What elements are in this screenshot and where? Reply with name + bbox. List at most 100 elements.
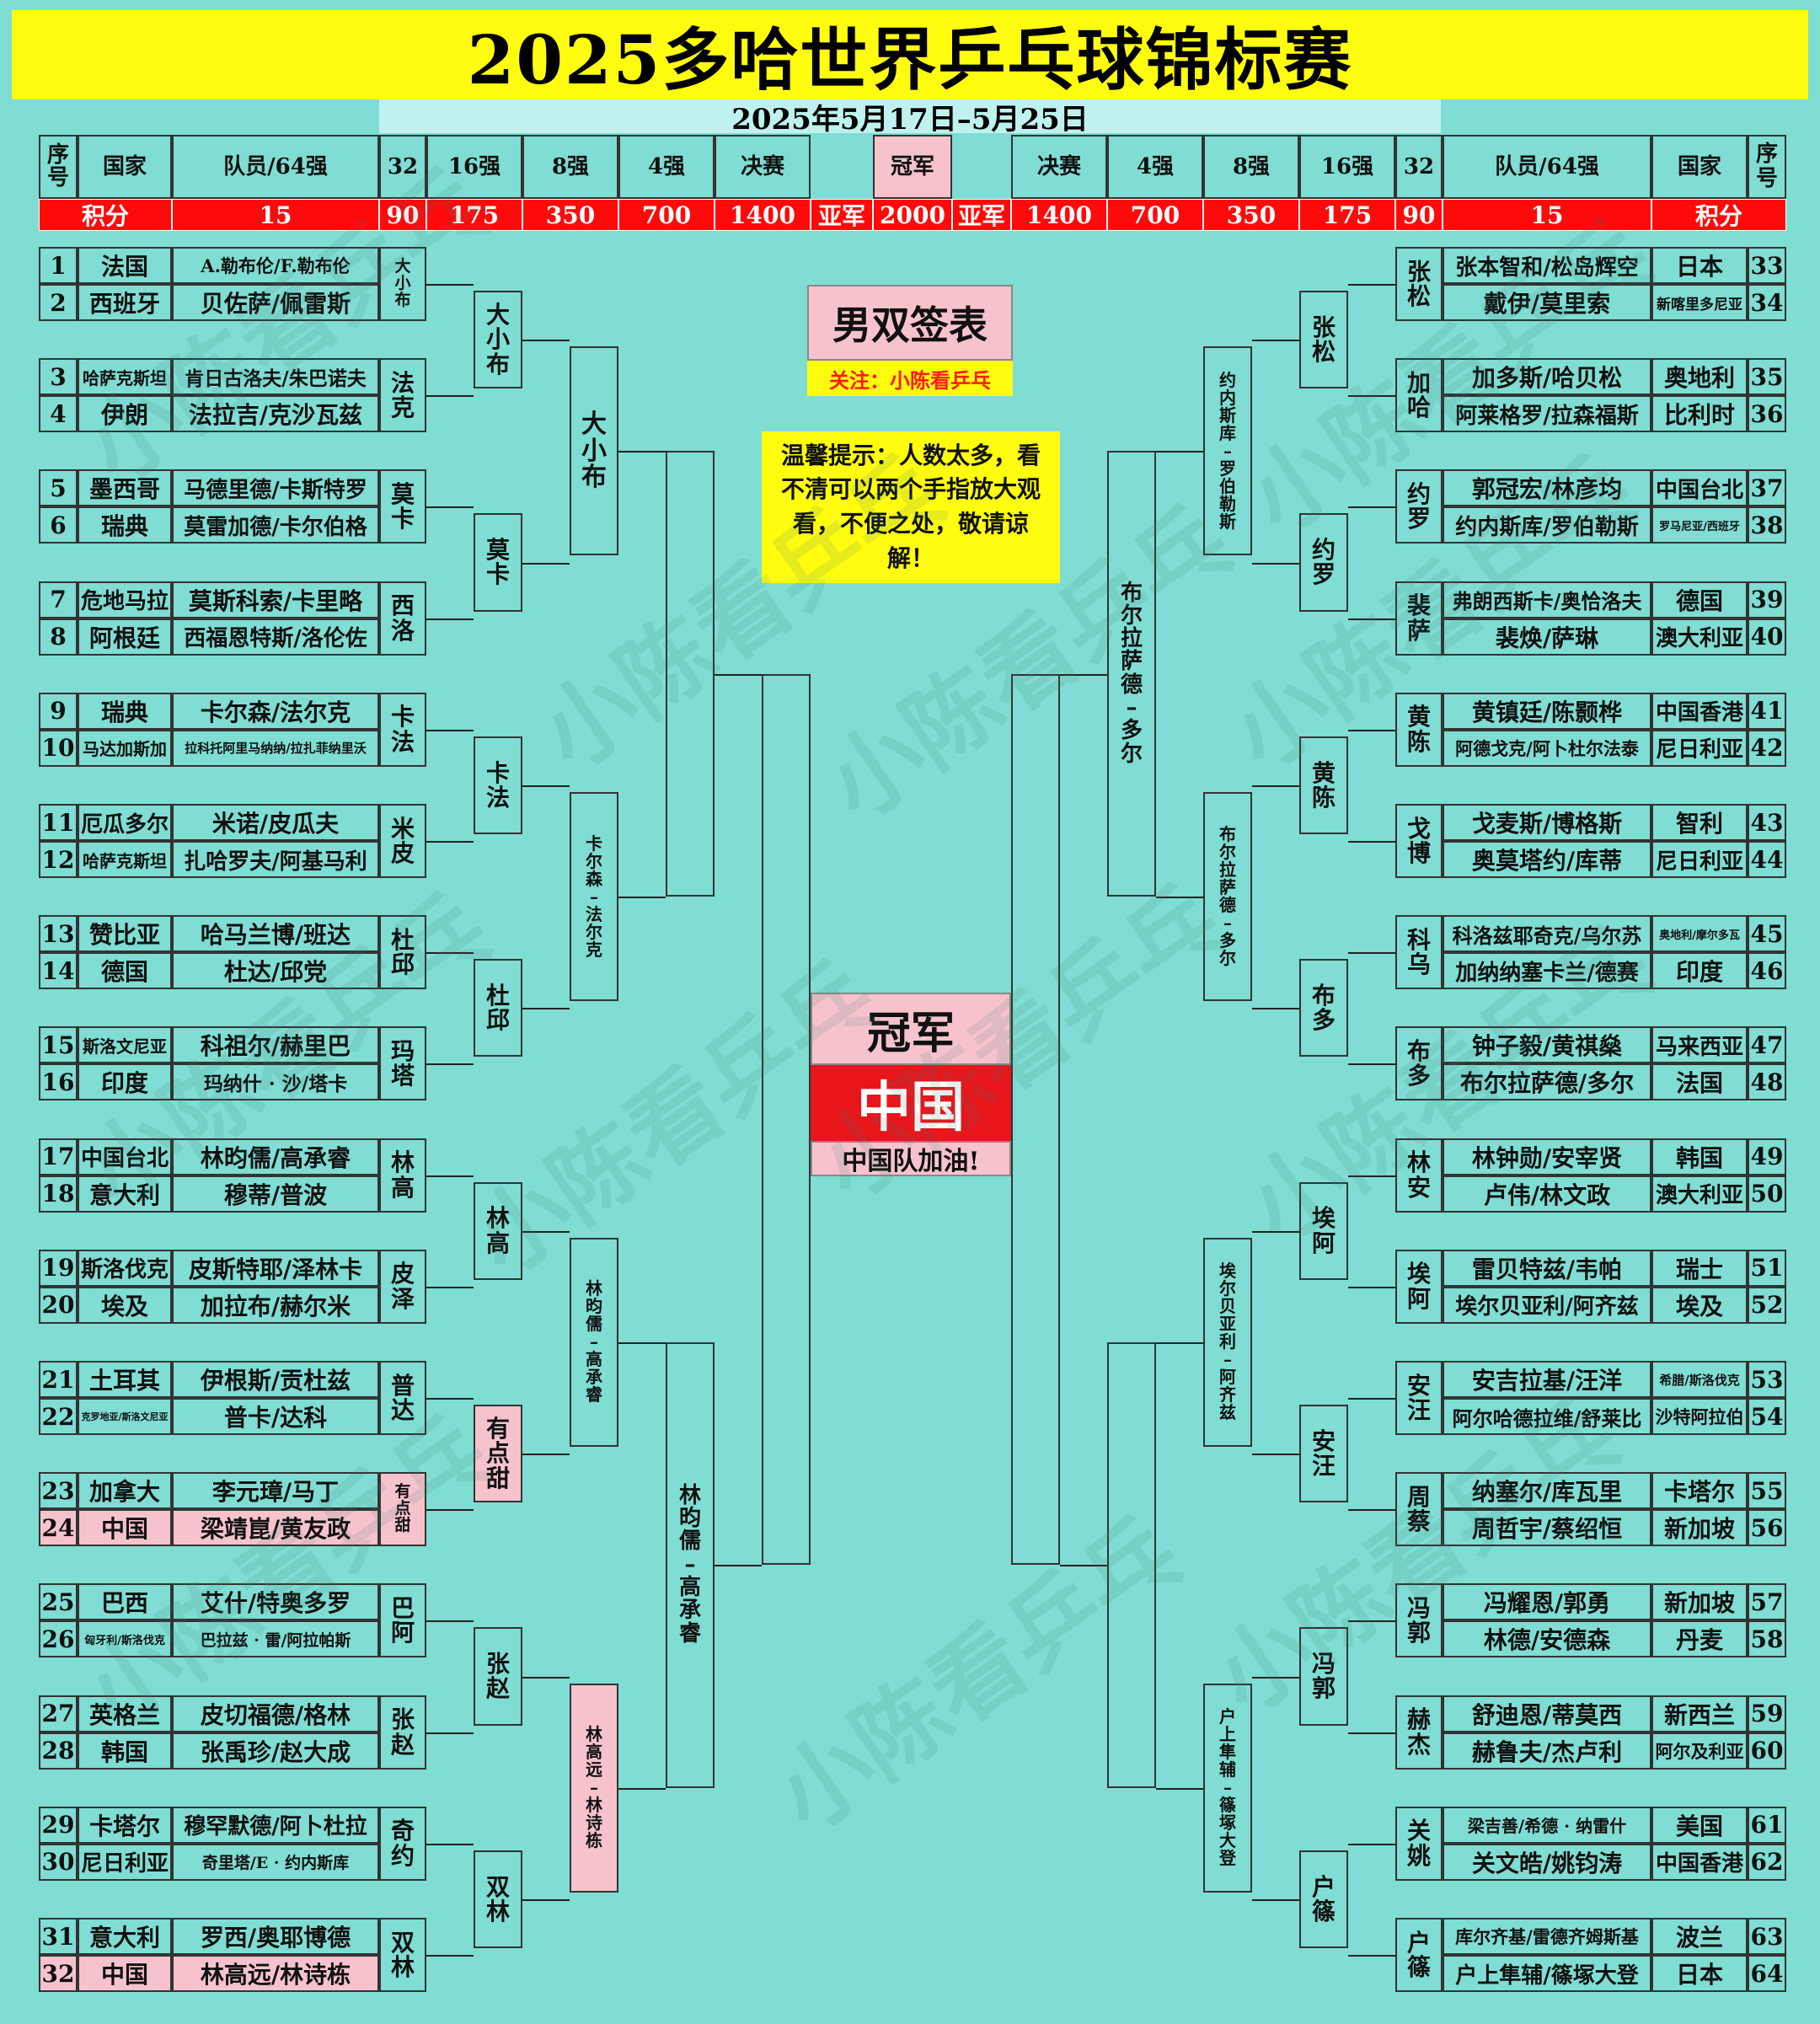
header-players-right: 队员/64强 (1443, 135, 1651, 199)
char: 小 (394, 274, 411, 293)
entry-players: 赫鲁夫/杰卢利 (1443, 1732, 1651, 1770)
qf-winner: 户上隼辅–篠塚大登 (1203, 1683, 1252, 1893)
entry-country: 马达加斯加 (78, 729, 172, 767)
char: 法 (586, 903, 602, 924)
bracket-line (426, 729, 474, 731)
char: – (1223, 440, 1232, 461)
entry-seq: 36 (1748, 395, 1786, 433)
char: 林 (586, 1795, 602, 1816)
r32-winner: 冯郭 (1395, 1583, 1443, 1658)
char: 栋 (586, 1830, 602, 1851)
final-winner (1011, 673, 1060, 1566)
entry-players: 杜达/邱党 (172, 952, 379, 990)
char: 布 (1120, 580, 1143, 606)
header-country-left: 国家 (78, 135, 172, 199)
char: 高 (586, 1349, 602, 1370)
r16-winner: 大小布 (474, 291, 522, 389)
entry-players: 法拉吉/克沙瓦兹 (172, 395, 379, 433)
header-r16-right: 16强 (1299, 135, 1395, 199)
entry-seq: 25 (39, 1583, 78, 1621)
entry-players: 舒迪恩/蒂莫西 (1443, 1695, 1651, 1732)
bracket-line (522, 562, 570, 565)
char: 加 (1406, 368, 1431, 397)
entry-country: 日本 (1651, 1955, 1748, 1992)
char: 松 (1406, 282, 1431, 310)
char: 约 (1219, 369, 1236, 390)
char: 尔 (1219, 1278, 1236, 1299)
entry-country: 意大利 (78, 1175, 172, 1213)
char: 拉 (1219, 859, 1236, 881)
r16-winner: 卡法 (474, 736, 522, 834)
char: – (590, 1777, 598, 1798)
entry-country: 墨西哥 (78, 469, 172, 507)
header-players-left: 队员/64强 (172, 135, 379, 199)
r16-winner: 莫卡 (474, 513, 522, 612)
char: 森 (586, 868, 602, 889)
entry-players: 戴伊/莫里索 (1443, 284, 1651, 321)
bracket-line (426, 1843, 474, 1845)
entry-country: 法国 (1651, 1063, 1748, 1101)
points-r16-right: 175 (1299, 199, 1395, 231)
entry-players: 张禹珍/赵大成 (172, 1732, 379, 1770)
char: 杜 (390, 925, 415, 954)
entry-players: 阿德戈克/阿卜杜尔法泰 (1443, 729, 1651, 767)
champion-label: 冠军 (866, 1007, 955, 1059)
entry-players: 莫雷加德/卡尔伯格 (172, 506, 379, 544)
entry-seq: 5 (39, 469, 78, 507)
entry-seq: 14 (39, 952, 78, 990)
points-r64-left: 15 (172, 199, 379, 231)
char: 邱 (485, 1006, 510, 1035)
char: 卡 (586, 833, 602, 854)
char: – (684, 1551, 696, 1577)
char: 皮 (390, 839, 415, 867)
char: 约 (1311, 536, 1336, 565)
entry-country: 哈萨克斯坦 (78, 841, 172, 878)
bracket-line (426, 284, 474, 286)
entry-country: 阿尔及利亚 (1651, 1732, 1748, 1770)
sf-winner: 布尔拉萨德–多尔 (1107, 451, 1156, 897)
char: 姚 (1406, 1841, 1431, 1870)
entry-country: 哈萨克斯坦 (78, 358, 172, 396)
entry-players: 郭冠宏/林彦均 (1443, 469, 1651, 507)
char: 张 (485, 1650, 510, 1679)
r32-winner: 埃阿 (1395, 1249, 1443, 1324)
entry-players: 普卡/达科 (172, 1398, 379, 1435)
char: 安 (1406, 1371, 1431, 1400)
entry-players: 林高远/林诗栋 (172, 1955, 379, 1992)
bracket-line (618, 451, 666, 453)
char: 莫 (485, 536, 510, 565)
entry-players: 纳塞尔/库瓦里 (1443, 1472, 1651, 1510)
entry-country: 法国 (78, 247, 172, 284)
bracket-line (1252, 340, 1299, 342)
char: 汪 (1311, 1452, 1336, 1481)
entry-players: 关文皓/姚钧涛 (1443, 1843, 1651, 1881)
char: 布 (581, 463, 607, 493)
bracket-line (1156, 1341, 1203, 1344)
char: – (590, 1331, 598, 1352)
char: 萨 (1406, 616, 1431, 645)
r32-winner: 双林 (379, 1918, 426, 1992)
entry-country: 中国香港 (1651, 692, 1748, 730)
entry-country: 中国台北 (78, 1138, 172, 1175)
char: 布 (485, 350, 510, 378)
r32-winner: 张赵 (379, 1695, 426, 1770)
char: 关 (1406, 1817, 1431, 1845)
char: 卡 (485, 758, 510, 787)
bracket-line (426, 841, 474, 843)
event-dates: 2025年5月17日–5月25日 (379, 99, 1441, 137)
char: 埃 (1219, 1261, 1236, 1282)
r16-winner: 埃阿 (1299, 1181, 1348, 1280)
entry-players: 拉科托阿里马纳纳/拉扎菲纳里沃 (172, 729, 379, 767)
sf-winner (666, 451, 715, 897)
entry-players: 梁靖崑/黄友政 (172, 1509, 379, 1547)
bracket-line (1348, 506, 1395, 509)
char: 周 (1406, 1482, 1431, 1511)
char: 大 (581, 410, 607, 440)
char: 大 (485, 301, 510, 329)
bracket-line (1252, 784, 1299, 787)
entry-seq: 49 (1748, 1138, 1786, 1175)
char: 洛 (390, 616, 415, 645)
char: 有 (485, 1415, 510, 1443)
char: 库 (1219, 422, 1236, 443)
